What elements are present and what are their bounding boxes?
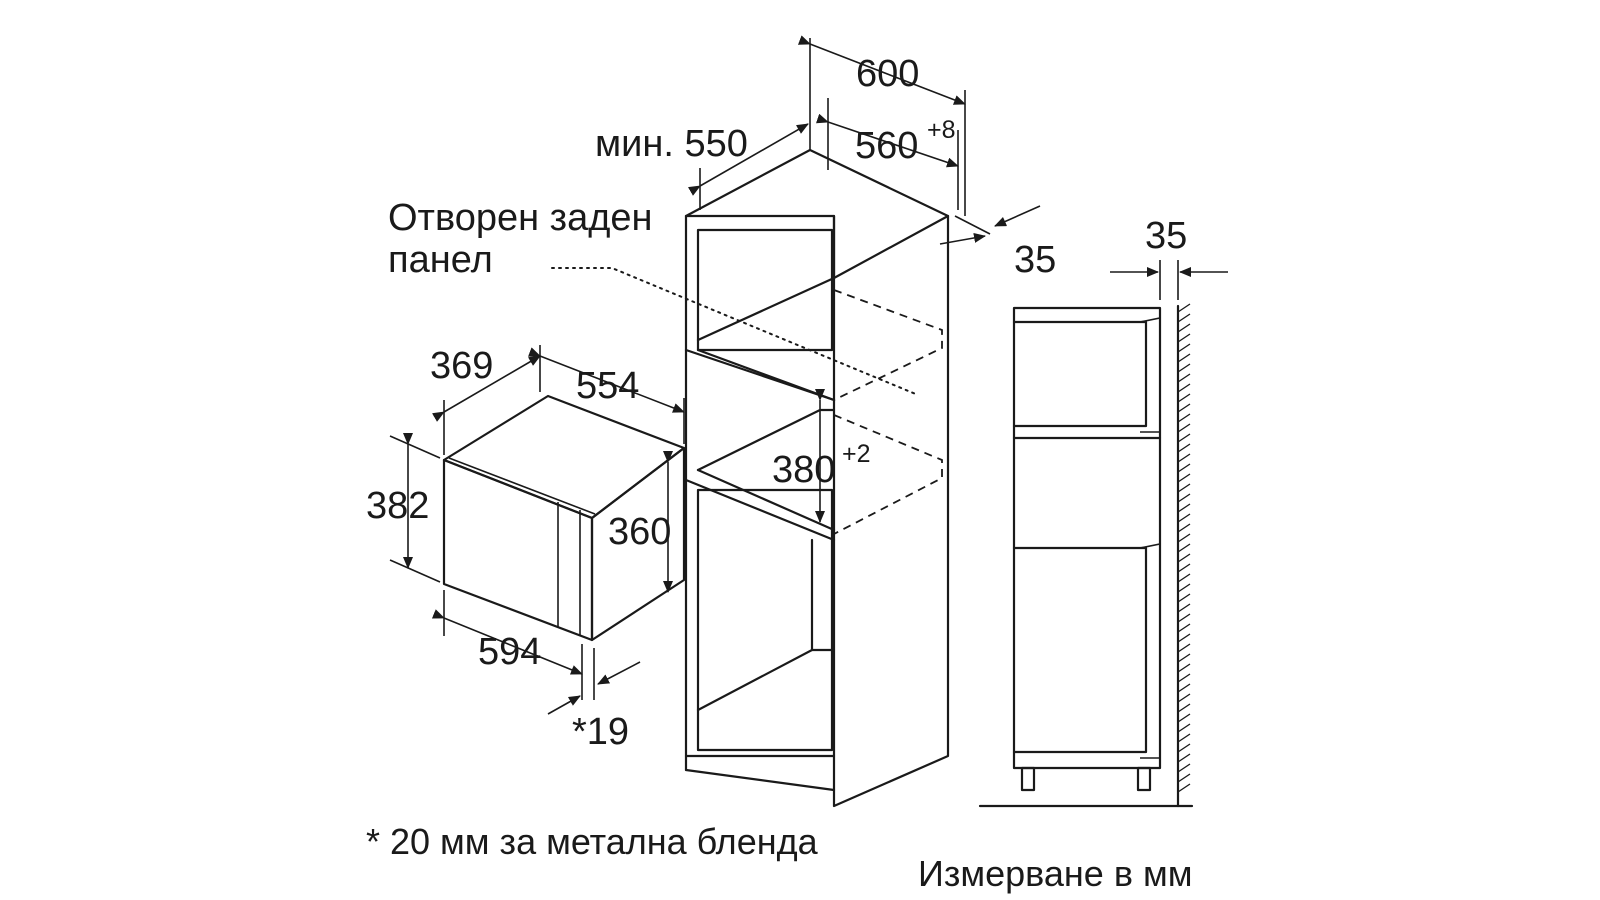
- wall-hatch-line: [1177, 323, 1191, 333]
- wall-hatch-line: [1177, 773, 1191, 783]
- wall-hatch-line: [1177, 513, 1191, 523]
- wall-hatch-line: [1177, 683, 1191, 693]
- wall-hatch-line: [1177, 413, 1191, 423]
- wall-hatch-line: [1177, 653, 1191, 663]
- microwave-front: [442, 458, 594, 642]
- dim-600: [797, 35, 966, 105]
- wall-hatch-line: [1177, 533, 1191, 543]
- cabinet-dimensions: [687, 35, 1041, 523]
- wall-hatch-line: [1177, 433, 1191, 443]
- wall-hatch-line: [1177, 783, 1191, 793]
- open-back-leader: [551, 267, 919, 396]
- label-open-back-line1: Отворен заден: [388, 197, 653, 239]
- wall-hatch-line: [1177, 733, 1191, 743]
- label-35-side: 35: [1145, 215, 1187, 257]
- dim-594: [431, 609, 583, 675]
- wall-hatch-line: [1177, 613, 1191, 623]
- wall-hatch-line: [1177, 353, 1191, 363]
- wall-hatch-line: [1177, 743, 1191, 753]
- wall-hatch-line: [1177, 603, 1191, 613]
- label-600: 600: [856, 53, 919, 95]
- microwave-unit: [442, 394, 686, 642]
- label-35-top: 35: [1014, 239, 1056, 281]
- microwave-top: [442, 394, 686, 520]
- side-view: [978, 260, 1228, 808]
- wall-hatch-line: [1177, 713, 1191, 723]
- wall-hatch-line: [1177, 333, 1191, 343]
- wall-hatch-line: [1177, 623, 1191, 633]
- wall-hatch-line: [1177, 423, 1191, 433]
- wall-hatch-line: [1177, 493, 1191, 503]
- label-560: 560: [855, 125, 918, 167]
- wall-hatch-line: [1177, 483, 1191, 493]
- cabinet-top: [684, 148, 950, 280]
- wall-hatch-line: [1177, 403, 1191, 413]
- wall-hatch-line: [1177, 643, 1191, 653]
- label-594: 594: [478, 631, 541, 673]
- label-open-back-line2: панел: [388, 239, 493, 281]
- wall-hatch-line: [1177, 313, 1191, 323]
- wall-hatching: [1177, 303, 1191, 793]
- side-view-cabinet: [1012, 306, 1162, 770]
- wall-hatch-line: [1177, 573, 1191, 583]
- wall-hatch-line: [1177, 633, 1191, 643]
- wall-hatch-line: [1177, 343, 1191, 353]
- label-19: *19: [572, 711, 629, 753]
- wall-hatch-line: [1177, 373, 1191, 383]
- wall-hatch-line: [1177, 453, 1191, 463]
- lower-compartment: [696, 488, 834, 752]
- footnote: * 20 мм за метална бленда: [366, 821, 819, 862]
- wall-hatch-line: [1177, 693, 1191, 703]
- labels: 600 мин. 550 560 +8 35 Отворен заден пан…: [366, 53, 1192, 894]
- wall-hatch-line: [1177, 663, 1191, 673]
- label-min-550: мин. 550: [595, 123, 748, 165]
- dim-560: [815, 113, 959, 168]
- wall-hatch-line: [1177, 473, 1191, 483]
- label-369: 369: [430, 345, 493, 387]
- wall-hatch-line: [1177, 703, 1191, 713]
- label-380-tolerance: +2: [842, 440, 871, 468]
- upper-compartment: [696, 228, 834, 352]
- microwave-dimensions: [389, 345, 685, 715]
- label-382: 382: [366, 485, 429, 527]
- wall-hatch-line: [1177, 593, 1191, 603]
- wall-hatch-line: [1177, 393, 1191, 403]
- wall-hatch-line: [1177, 523, 1191, 533]
- units-note: Измерване в мм: [918, 853, 1192, 894]
- wall-hatch-line: [1177, 583, 1191, 593]
- wall-hatch-line: [1177, 723, 1191, 733]
- label-380: 380: [772, 449, 835, 491]
- wall-hatch-line: [1177, 753, 1191, 763]
- label-560-tolerance: +8: [927, 116, 956, 144]
- wall-hatch-line: [1177, 363, 1191, 373]
- wall-hatch-line: [1177, 553, 1191, 563]
- wall-hatch-line: [1177, 543, 1191, 553]
- wall-hatch-line: [1177, 563, 1191, 573]
- dim-554: [527, 347, 685, 413]
- label-360: 360: [608, 511, 671, 553]
- wall-hatch-line: [1177, 673, 1191, 683]
- cabinet-right-side: [832, 214, 950, 808]
- wall-hatch-line: [1177, 503, 1191, 513]
- dim-369: [431, 355, 541, 422]
- microwave-side: [590, 446, 686, 642]
- cabinet-front-frame: [684, 214, 836, 758]
- tall-cabinet: [551, 148, 950, 808]
- wall-hatch-line: [1177, 763, 1191, 773]
- wall-hatch-line: [1177, 463, 1191, 473]
- wall-hatch-line: [1177, 443, 1191, 453]
- label-554: 554: [576, 365, 639, 407]
- wall-hatch-line: [1177, 303, 1191, 313]
- dim-min-550: [687, 123, 809, 196]
- wall-hatch-line: [1177, 383, 1191, 393]
